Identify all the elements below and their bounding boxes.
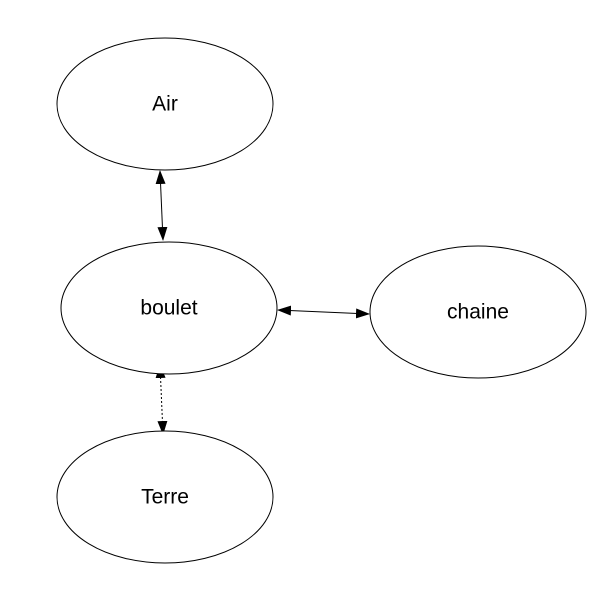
node-air-shape xyxy=(56,37,274,171)
node-air[interactable]: Air xyxy=(56,37,274,171)
node-chaine[interactable]: chaine xyxy=(369,245,587,379)
edge-boulet-terre xyxy=(155,364,168,435)
edge-air-boulet xyxy=(155,170,168,241)
node-terre-label: Terre xyxy=(141,486,189,509)
node-terre[interactable]: Terre xyxy=(56,430,274,564)
node-terre-shape xyxy=(56,430,274,564)
node-boulet-label: boulet xyxy=(140,297,197,320)
edge-boulet-chaine xyxy=(277,305,370,319)
node-air-label: Air xyxy=(152,93,178,116)
node-chaine-label: chaine xyxy=(447,301,509,324)
node-boulet-shape xyxy=(60,241,278,375)
node-boulet[interactable]: boulet xyxy=(60,241,278,375)
node-chaine-shape xyxy=(369,245,587,379)
